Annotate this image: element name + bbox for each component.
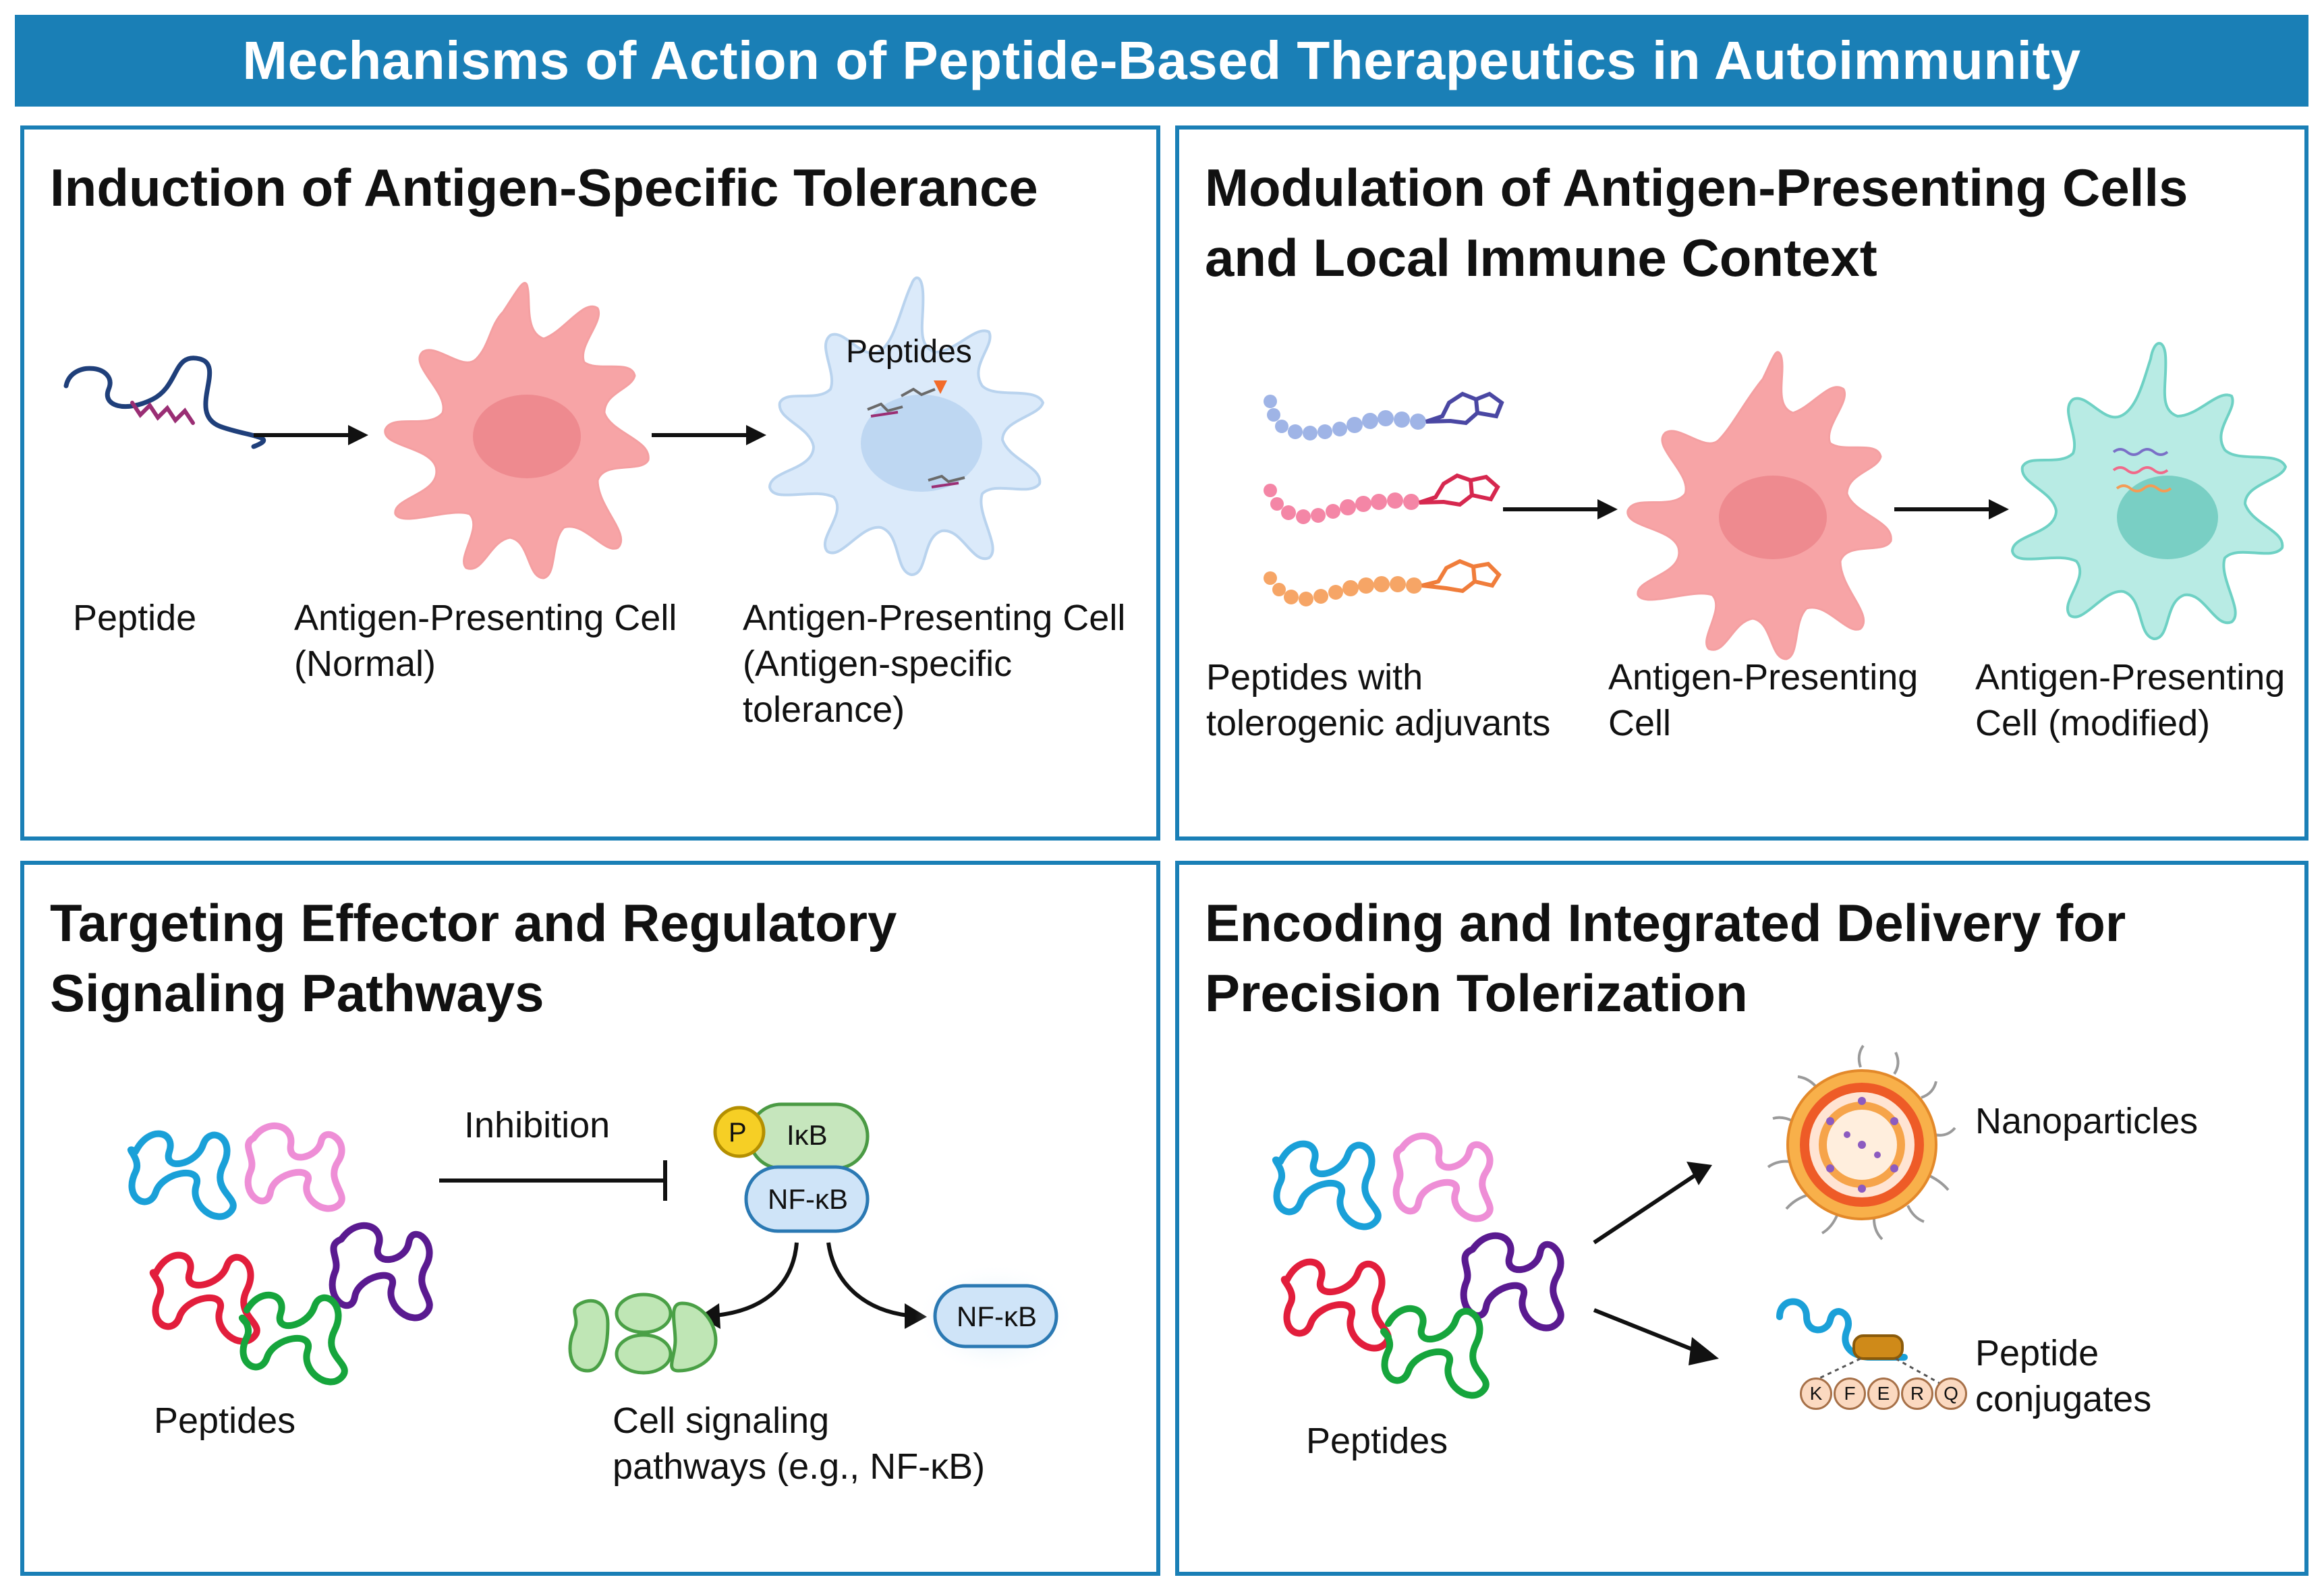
adjuvant-peptide-orange-icon — [1264, 559, 1502, 606]
inhibition-label: Inhibition — [464, 1105, 611, 1145]
title-banner: Mechanisms of Action of Peptide-Based Th… — [15, 15, 2308, 107]
panel-1-artwork — [63, 276, 1045, 579]
conjugate-sublabel: conjugates — [1975, 1379, 2152, 1419]
apc-cell-icon — [1626, 351, 1892, 660]
bead-q: Q — [1935, 1378, 1967, 1410]
peptide-cluster-icon — [1272, 1133, 1564, 1399]
arrow-icon — [254, 425, 368, 445]
peptides-label: Peptides — [1306, 1421, 1448, 1461]
ikb-label: IκB — [787, 1119, 828, 1151]
peptides-label: Peptides — [154, 1400, 296, 1441]
nanoparticles-label: Nanoparticles — [1975, 1101, 2199, 1141]
panel-title-line-1: Encoding and Integrated Delivery for — [1205, 893, 2126, 953]
apc-tolerant-sublabel: (Antigen-specific — [743, 644, 1013, 684]
apc-normal-sublabel: (Normal) — [294, 644, 436, 684]
panel-apc-modulation: Modulation of Antigen-Presenting Cells a… — [1175, 125, 2308, 841]
apc-tolerant-sublabel-2: tolerance) — [743, 689, 905, 730]
apc-modified-label: Antigen-Presenting — [1975, 657, 2286, 698]
bead-e: E — [1867, 1378, 1900, 1410]
pathway-arrow-icon — [715, 1242, 909, 1317]
apc-modified-sublabel: Cell (modified) — [1975, 703, 2211, 743]
peptide-strand-icon — [63, 356, 266, 449]
arrow-icon — [652, 425, 766, 445]
apc-tolerant-label: Antigen-Presenting Cell — [743, 598, 1126, 638]
nfkb-label: NF-κB — [768, 1183, 848, 1215]
panel-title: Targeting Effector and Regulatory Signal… — [50, 888, 897, 1028]
phospho-label: P — [729, 1118, 747, 1147]
panel-antigen-specific-tolerance: Induction of Antigen-Specific Tolerance — [20, 125, 1160, 841]
nfkb-free-label: NF-κB — [957, 1301, 1037, 1332]
peptide-conjugate-icon — [1776, 1298, 1942, 1386]
panel-title: Modulation of Antigen-Presenting Cells a… — [1205, 152, 2188, 293]
arrowhead-icon — [699, 1303, 720, 1329]
apc-modified-cell-icon — [2010, 341, 2288, 641]
panel-2-artwork — [1264, 341, 2288, 660]
apc-normal-cell-icon — [384, 282, 650, 579]
conjugate-label: Peptide — [1975, 1333, 2099, 1373]
adjuvant-label: Peptides with — [1206, 657, 1423, 698]
adjuvant-peptide-blue-icon — [1264, 391, 1504, 441]
main-title: Mechanisms of Action of Peptide-Based Th… — [242, 30, 2081, 90]
peptide-bead-chain: K F E R Q — [1800, 1378, 1967, 1410]
bead-r: R — [1901, 1378, 1933, 1410]
apc-normal-label: Antigen-Presenting Cell — [294, 598, 677, 638]
cell-signaling-sublabel: pathways (e.g., NF-κB) — [613, 1446, 986, 1487]
peptide-cluster-icon — [127, 1123, 433, 1386]
panel-title: Encoding and Integrated Delivery for Pre… — [1205, 888, 2126, 1028]
ikb-protein-icon — [713, 1102, 870, 1170]
apc-sublabel: Cell — [1608, 703, 1672, 743]
bead-f: F — [1834, 1378, 1866, 1410]
panel-title-line-1: Targeting Effector and Regulatory — [50, 893, 897, 953]
adjuvant-sublabel: tolerogenic adjuvants — [1206, 703, 1551, 743]
nanoparticle-icon — [1767, 1044, 1956, 1241]
apc-tolerant-cell-icon — [768, 276, 1045, 577]
apc-label: Antigen-Presenting — [1608, 657, 1919, 698]
panel-4-artwork — [1272, 1044, 1956, 1399]
bead-k: K — [1800, 1378, 1832, 1410]
panel-title-line-2: Precision Tolerization — [1205, 963, 1748, 1023]
peptides-callout: Peptides — [846, 334, 972, 370]
panel-signaling-pathways: Targeting Effector and Regulatory Signal… — [20, 861, 1160, 1576]
panel-title-line-2: Signaling Pathways — [50, 963, 544, 1023]
arrow-up-icon — [1593, 1162, 1712, 1245]
cell-signaling-label: Cell signaling — [613, 1400, 830, 1441]
peptide-label: Peptide — [73, 598, 197, 638]
arrow-icon — [1894, 499, 2009, 519]
panel-integrated-delivery: Encoding and Integrated Delivery for Pre… — [1175, 861, 2308, 1576]
panel-title: Induction of Antigen-Specific Tolerance — [50, 158, 1038, 217]
panel-title-line-2: and Local Immune Context — [1205, 228, 1877, 287]
arrow-icon — [1503, 499, 1618, 519]
nfkb-complex-icon — [744, 1165, 870, 1233]
panel-3-artwork — [127, 1102, 1077, 1386]
fragment-shapes-icon — [568, 1293, 718, 1375]
arrow-down-icon — [1593, 1308, 1719, 1365]
adjuvant-peptide-pink-icon — [1264, 473, 1500, 524]
inhibition-symbol-icon — [439, 1160, 667, 1201]
panel-title-line-1: Modulation of Antigen-Presenting Cells — [1205, 158, 2188, 217]
nfkb-free-icon — [933, 1284, 1058, 1348]
